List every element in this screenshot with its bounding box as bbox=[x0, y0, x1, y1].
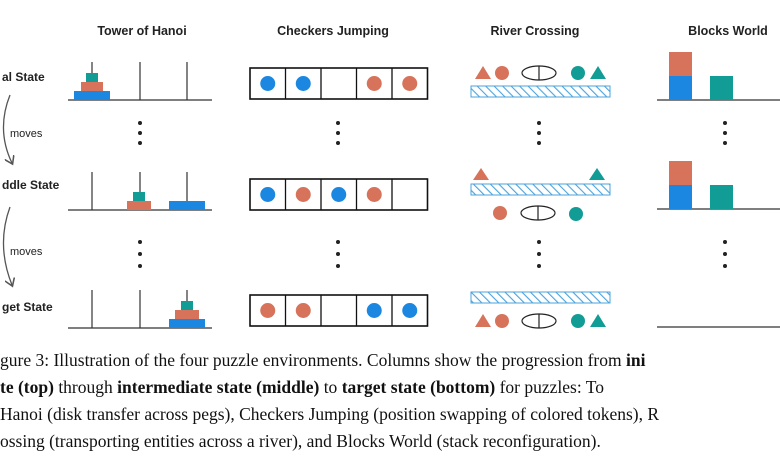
hanoi-disk-large bbox=[74, 91, 110, 100]
checkers-middle bbox=[249, 178, 429, 211]
checker-token-orange bbox=[295, 187, 311, 202]
checker-token-blue bbox=[260, 76, 276, 91]
hanoi-disk-medium bbox=[81, 82, 103, 91]
circle-teal-icon bbox=[571, 66, 585, 80]
figure-caption: gure 3: Illustration of the four puzzle … bbox=[0, 347, 780, 455]
checker-token-blue bbox=[295, 76, 311, 91]
hanoi-target bbox=[68, 290, 212, 329]
hanoi-middle bbox=[68, 172, 212, 211]
river-initial bbox=[470, 65, 611, 98]
checker-token-orange bbox=[366, 187, 382, 202]
river-icon bbox=[470, 85, 611, 98]
triangle-orange-icon bbox=[475, 66, 491, 79]
checker-token-orange bbox=[260, 303, 276, 318]
caption-line-1: gure 3: Illustration of the four puzzle … bbox=[0, 350, 646, 370]
row-label-initial: al State bbox=[2, 70, 45, 84]
checkers-target bbox=[249, 294, 429, 327]
checker-token-blue bbox=[331, 187, 347, 202]
moves-arrow-1 bbox=[2, 94, 12, 163]
hanoi-initial bbox=[68, 62, 212, 101]
blocks-middle bbox=[657, 161, 780, 210]
row-label-target: get State bbox=[2, 300, 53, 314]
checker-token-orange bbox=[402, 76, 418, 91]
col-title-hanoi: Tower of Hanoi bbox=[97, 24, 186, 38]
caption-line-3: Hanoi (disk transfer across pegs), Check… bbox=[0, 404, 660, 424]
moves-arrow-2 bbox=[2, 206, 12, 285]
blocks-initial bbox=[657, 52, 780, 101]
col-title-checkers: Checkers Jumping bbox=[277, 24, 389, 38]
triangle-teal-icon bbox=[590, 66, 606, 79]
ellipsis-dots bbox=[138, 121, 727, 268]
col-title-blocks: Blocks World bbox=[688, 24, 768, 38]
checkers-initial bbox=[249, 67, 429, 100]
checker-token-orange bbox=[366, 76, 382, 91]
river-middle bbox=[470, 168, 611, 221]
river-target bbox=[470, 291, 611, 329]
hanoi-disk-small bbox=[86, 73, 98, 82]
checker-token-blue bbox=[366, 303, 382, 318]
checker-token-blue bbox=[402, 303, 418, 318]
checker-token-orange bbox=[295, 303, 311, 318]
row-label-middle: ddle State bbox=[2, 178, 60, 192]
caption-line-2: te (top) through intermediate state (mid… bbox=[0, 377, 605, 397]
checker-token-blue bbox=[260, 187, 276, 202]
circle-orange-icon bbox=[495, 66, 509, 80]
moves-label-2: moves bbox=[10, 246, 43, 258]
caption-line-4: ossing (transporting entities across a r… bbox=[0, 431, 601, 451]
moves-label-1: moves bbox=[10, 128, 43, 140]
col-title-river: River Crossing bbox=[491, 24, 580, 38]
